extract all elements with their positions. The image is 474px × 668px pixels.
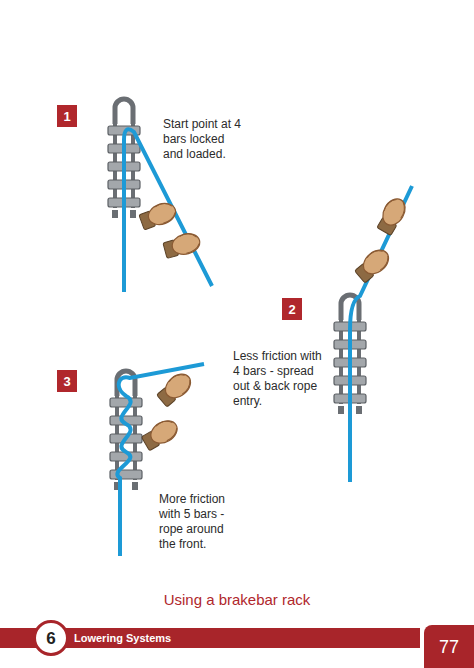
step-number-text: 2 (288, 303, 295, 316)
hand (140, 416, 181, 451)
step-number: 2 (282, 298, 302, 320)
chapter-number-text: 6 (46, 630, 55, 647)
step-number: 3 (57, 370, 77, 392)
hand (374, 195, 409, 236)
step-note: Less friction with 4 bars - spread out &… (233, 349, 327, 409)
step-number: 1 (57, 105, 77, 127)
page-number: 77 (424, 625, 474, 668)
hand (162, 231, 202, 260)
hand (353, 245, 393, 283)
rope (350, 186, 412, 482)
chapter-band: Lowering Systems 6 (0, 628, 420, 648)
brakebar-rack (110, 371, 142, 490)
step-number-text: 1 (63, 110, 70, 123)
hand (138, 200, 179, 231)
figure-title: Using a brakebar rack (0, 591, 474, 609)
hand (155, 369, 195, 407)
step-number-text: 3 (63, 375, 70, 388)
chapter-number: 6 (33, 620, 69, 656)
page-number-text: 77 (439, 638, 459, 656)
step-note: More friction with 5 bars - rope around … (159, 492, 243, 552)
chapter-band-text: Lowering Systems (74, 633, 171, 644)
step-note: Start point at 4 bars locked and loaded. (163, 117, 247, 162)
